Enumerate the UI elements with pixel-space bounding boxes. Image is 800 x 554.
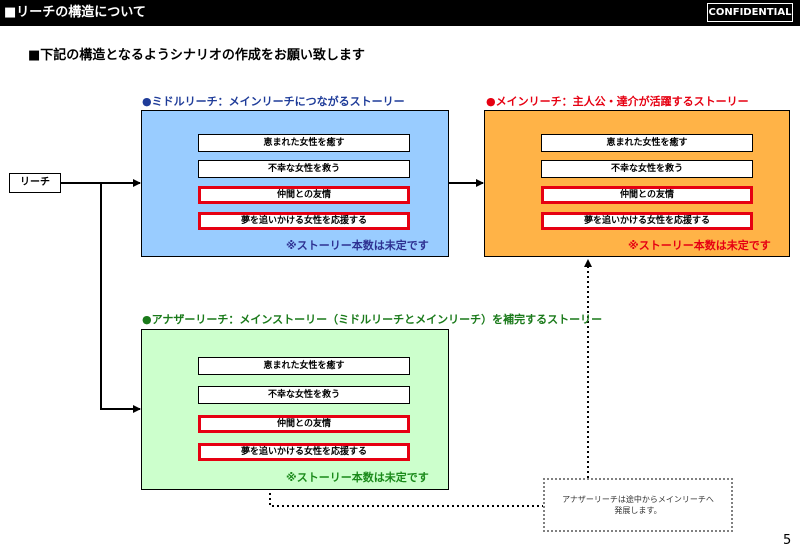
main-item-2: 不幸な女性を救う xyxy=(541,160,753,178)
other-to-callout-dotted xyxy=(269,488,543,507)
page-title: ■リーチの構造について xyxy=(4,5,146,20)
middle-item-1: 恵まれた女性を癒す xyxy=(198,134,410,152)
reach-box: リーチ xyxy=(9,173,61,193)
other-note: ※ストーリー本数は未定です xyxy=(286,471,429,484)
other-reach-panel xyxy=(141,329,449,490)
confidential-badge: CONFIDENTIAL xyxy=(707,3,793,22)
main-item-4: 夢を追いかける女性を応援する xyxy=(541,212,753,230)
callout-text: アナザーリーチは途中からメインリーチへ発展します。 xyxy=(562,495,714,515)
middle-item-2: 不幸な女性を救う xyxy=(198,160,410,178)
main-reach-panel xyxy=(484,110,790,257)
middle-note: ※ストーリー本数は未定です xyxy=(286,239,429,252)
main-item-3: 仲間との友情 xyxy=(541,186,753,204)
callout-box: アナザーリーチは途中からメインリーチへ発展します。 xyxy=(543,478,733,532)
middle-reach-title: ●ミドルリーチ：メインリーチにつながるストーリー xyxy=(142,95,405,108)
subtitle: ■下記の構造となるようシナリオの作成をお願い致します xyxy=(28,48,365,63)
main-item-1: 恵まれた女性を癒す xyxy=(541,134,753,152)
main-reach-title: ●メインリーチ：主人公・達介が活躍するストーリー xyxy=(486,95,749,108)
middle-item-4: 夢を追いかける女性を応援する xyxy=(198,212,410,230)
page-number: 5 xyxy=(783,533,792,548)
middle-reach-panel xyxy=(141,110,449,257)
header-bar: ■リーチの構造について CONFIDENTIAL xyxy=(0,0,800,26)
other-item-1: 恵まれた女性を癒す xyxy=(198,357,410,375)
other-item-3: 仲間との友情 xyxy=(198,415,410,433)
other-item-4: 夢を追いかける女性を応援する xyxy=(198,443,410,461)
other-reach-title: ●アナザーリーチ：メインストーリー（ミドルリーチとメインリーチ）を補完するストー… xyxy=(142,313,603,326)
reach-to-other-arrow xyxy=(100,183,141,413)
main-note: ※ストーリー本数は未定です xyxy=(628,239,771,252)
other-item-2: 不幸な女性を救う xyxy=(198,386,410,404)
middle-item-3: 仲間との友情 xyxy=(198,186,410,204)
